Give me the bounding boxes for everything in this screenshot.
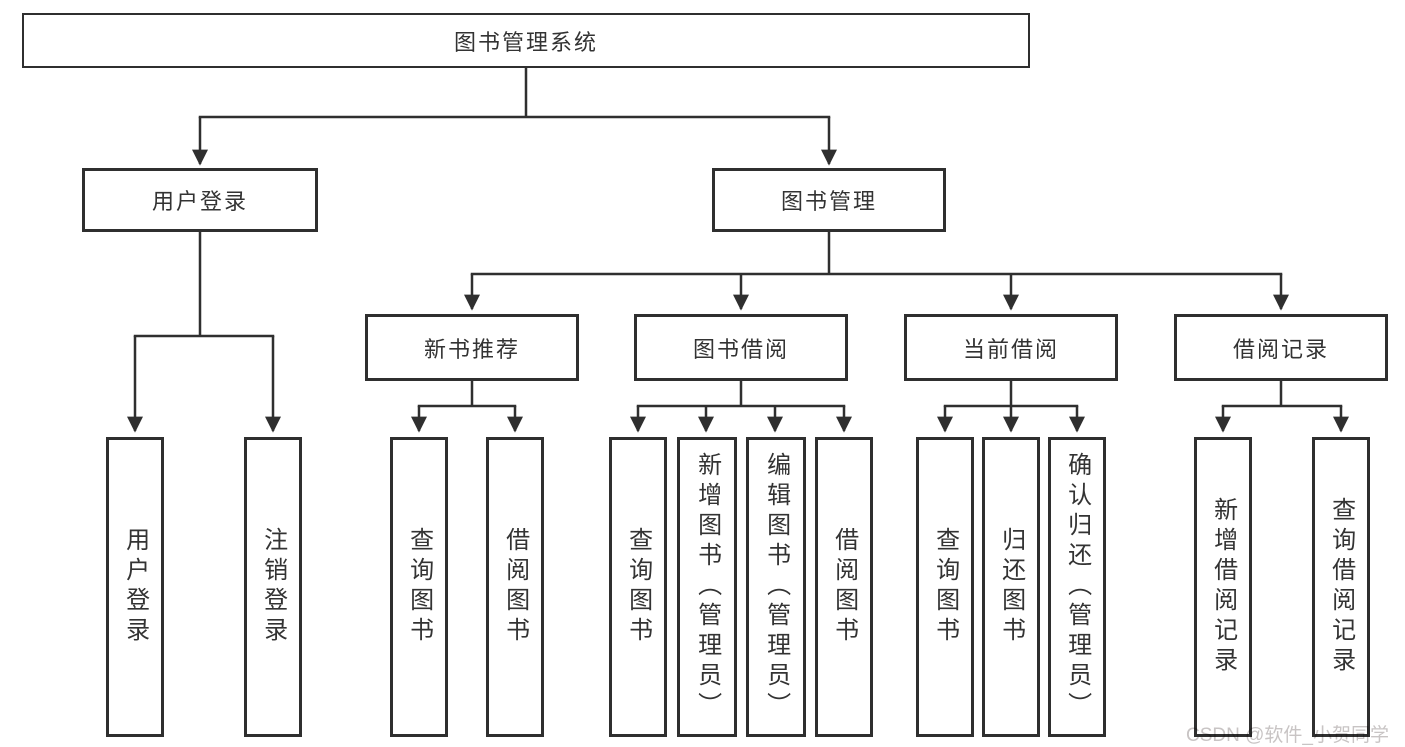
connector-arrows [126,117,1350,433]
node-recommend-query-books-label: 查询图书 [405,527,433,647]
node-current-confirm-return-admin: 确认归还（管理员） [1048,437,1106,737]
node-login-label: 用户登录 [121,527,149,647]
node-current-borrow: 当前借阅 [904,314,1118,381]
node-records-add-record-label: 新增借阅记录 [1209,497,1237,677]
node-user-login-module: 用户登录 [82,168,318,232]
node-records-query-record: 查询借阅记录 [1312,437,1370,737]
node-current-confirm-return-admin-label: 确认归还（管理员） [1063,452,1091,722]
connector-trunks [133,68,1343,408]
node-current-return-books: 归还图书 [982,437,1040,737]
node-login: 用户登录 [106,437,164,737]
node-logout-label: 注销登录 [259,527,287,647]
node-current-query-books-label: 查询图书 [931,527,959,647]
node-recommend-query-books: 查询图书 [390,437,448,737]
node-borrow-add-books-admin-label: 新增图书（管理员） [693,452,721,722]
node-borrow-edit-books-admin-label: 编辑图书（管理员） [762,452,790,722]
node-current-return-books-label: 归还图书 [997,527,1025,647]
node-recommend-borrow-books-label: 借阅图书 [501,527,529,647]
node-book-management-module: 图书管理 [712,168,946,232]
csdn-watermark: CSDN @软件_小贺同学 [1186,725,1389,746]
node-borrow-records: 借阅记录 [1174,314,1388,381]
node-new-book-recommend: 新书推荐 [365,314,579,381]
node-recommend-borrow-books: 借阅图书 [486,437,544,737]
node-borrow-add-books-admin: 新增图书（管理员） [677,437,737,737]
node-book-borrow: 图书借阅 [634,314,848,381]
node-borrow-borrow-books: 借阅图书 [815,437,873,737]
node-logout: 注销登录 [244,437,302,737]
node-current-query-books: 查询图书 [916,437,974,737]
node-borrow-edit-books-admin: 编辑图书（管理员） [746,437,806,737]
node-borrow-borrow-books-label: 借阅图书 [830,527,858,647]
node-root: 图书管理系统 [22,13,1030,68]
node-records-query-record-label: 查询借阅记录 [1327,497,1355,677]
node-borrow-query-books: 查询图书 [609,437,667,737]
node-borrow-query-books-label: 查询图书 [624,527,652,647]
node-records-add-record: 新增借阅记录 [1194,437,1252,737]
